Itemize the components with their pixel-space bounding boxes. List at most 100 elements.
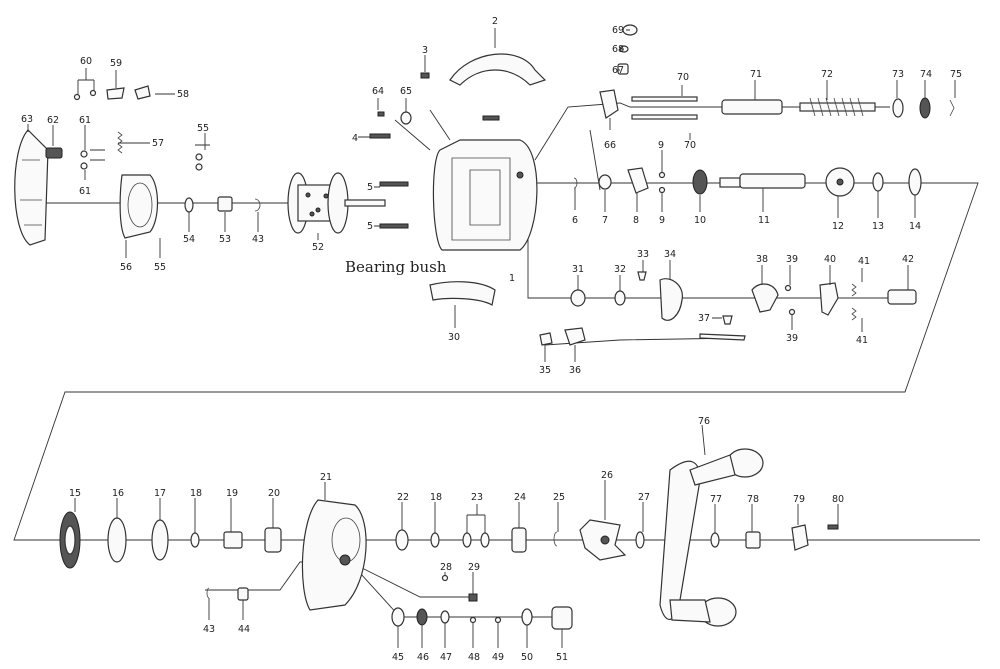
part-label: 62 <box>47 115 59 126</box>
bearing-20 <box>264 527 282 553</box>
part-label: 33 <box>637 249 649 260</box>
part-label: 47 <box>440 652 452 663</box>
part-label: 41 <box>856 335 868 346</box>
part-label: 45 <box>392 652 404 663</box>
main-shaft-11 <box>719 173 806 189</box>
part-label: 72 <box>821 69 833 80</box>
part-label: 66 <box>604 140 616 151</box>
part-label: 42 <box>902 254 914 265</box>
part-label: 52 <box>312 242 324 253</box>
part-label: 77 <box>710 494 722 505</box>
part-label: 30 <box>448 332 460 343</box>
part-label: 10 <box>694 215 706 226</box>
part-label: 80 <box>832 494 844 505</box>
part-label: 48 <box>468 652 480 663</box>
pawl-8 <box>627 167 649 194</box>
part-label: 28 <box>440 562 452 573</box>
part-label: 74 <box>920 69 932 80</box>
star-drag-12 <box>825 167 855 197</box>
leader-lines <box>27 28 956 648</box>
part-label: 23 <box>471 492 483 503</box>
plate-38 <box>751 283 779 313</box>
part-label: 68 <box>612 44 624 55</box>
part-label: 73 <box>892 69 904 80</box>
part-label: 65 <box>400 86 412 97</box>
spring-57 <box>117 131 123 154</box>
part-label: 41 <box>858 256 870 267</box>
part-label: 9 <box>659 215 665 226</box>
part-label: 11 <box>758 215 770 226</box>
part-label: 19 <box>226 488 238 499</box>
frame-1 <box>432 139 538 251</box>
part-label: 40 <box>824 254 836 265</box>
part-label: 27 <box>638 492 650 503</box>
worm-shaft-72 <box>799 97 876 117</box>
part-label: 56 <box>120 262 132 273</box>
part-label: 9 <box>658 140 664 151</box>
part-label: 1 <box>509 273 515 284</box>
knob-42 <box>887 289 917 305</box>
part-label: 3 <box>422 45 428 56</box>
part-label: 43 <box>203 624 215 635</box>
part-label: 64 <box>372 86 384 97</box>
part-label: 70 <box>684 140 696 151</box>
handle-76 <box>659 448 764 627</box>
part-label: 7 <box>602 215 608 226</box>
part-label: 18 <box>430 492 442 503</box>
part-label: 54 <box>183 234 195 245</box>
part-label: 17 <box>154 488 166 499</box>
clutch-plate-34 <box>659 278 683 321</box>
side-plate-63 <box>14 129 49 246</box>
part-label: 2 <box>492 16 498 27</box>
part-label: 76 <box>698 416 710 427</box>
part-label: 79 <box>793 494 805 505</box>
part-label: 50 <box>521 652 533 663</box>
part-label: 59 <box>110 58 122 69</box>
part-label: 70 <box>677 72 689 83</box>
part-label: 24 <box>514 492 526 503</box>
part-label: 31 <box>572 264 584 275</box>
part-label: 12 <box>832 221 844 232</box>
part-label: 43 <box>252 234 264 245</box>
part-label: 58 <box>177 89 189 100</box>
part-label: 8 <box>633 215 639 226</box>
part-label: 26 <box>601 470 613 481</box>
part-label: 71 <box>750 69 762 80</box>
part-label: 67 <box>612 65 624 76</box>
part-label: 18 <box>190 488 202 499</box>
part-label: 61 <box>79 186 91 197</box>
part-label: 5 <box>367 182 373 193</box>
drive-gear-15 <box>59 511 81 569</box>
spool-52 <box>287 172 386 234</box>
thumb-rest-30 <box>429 281 496 306</box>
part-label: 63 <box>21 114 33 125</box>
part-label: 39 <box>786 254 798 265</box>
part-label: 75 <box>950 69 962 80</box>
thumb-bar-2 <box>449 53 547 86</box>
part-label: 34 <box>664 249 676 260</box>
part-label: 4 <box>352 133 358 144</box>
handle-side-plate-21 <box>301 499 367 611</box>
part-label: 53 <box>219 234 231 245</box>
cam-36 <box>564 327 586 346</box>
bearing-53 <box>217 196 233 212</box>
part-label: 14 <box>909 221 921 232</box>
bottom-section-parts <box>59 448 839 630</box>
part-label: 46 <box>417 652 429 663</box>
pinion-10 <box>692 169 708 195</box>
part-label: 39 <box>786 333 798 344</box>
part-label: 35 <box>539 365 551 376</box>
part-label: 13 <box>872 221 884 232</box>
part-label: 20 <box>268 488 280 499</box>
part-label: 78 <box>747 494 759 505</box>
top-section-parts <box>14 24 955 346</box>
part-label: 36 <box>569 365 581 376</box>
part-label: 49 <box>492 652 504 663</box>
part-label: 38 <box>756 254 768 265</box>
lever-66 <box>599 89 619 119</box>
part-label: 32 <box>614 264 626 275</box>
part-label: 69 <box>612 25 624 36</box>
part-label: 44 <box>238 624 250 635</box>
part-label: 22 <box>397 492 409 503</box>
